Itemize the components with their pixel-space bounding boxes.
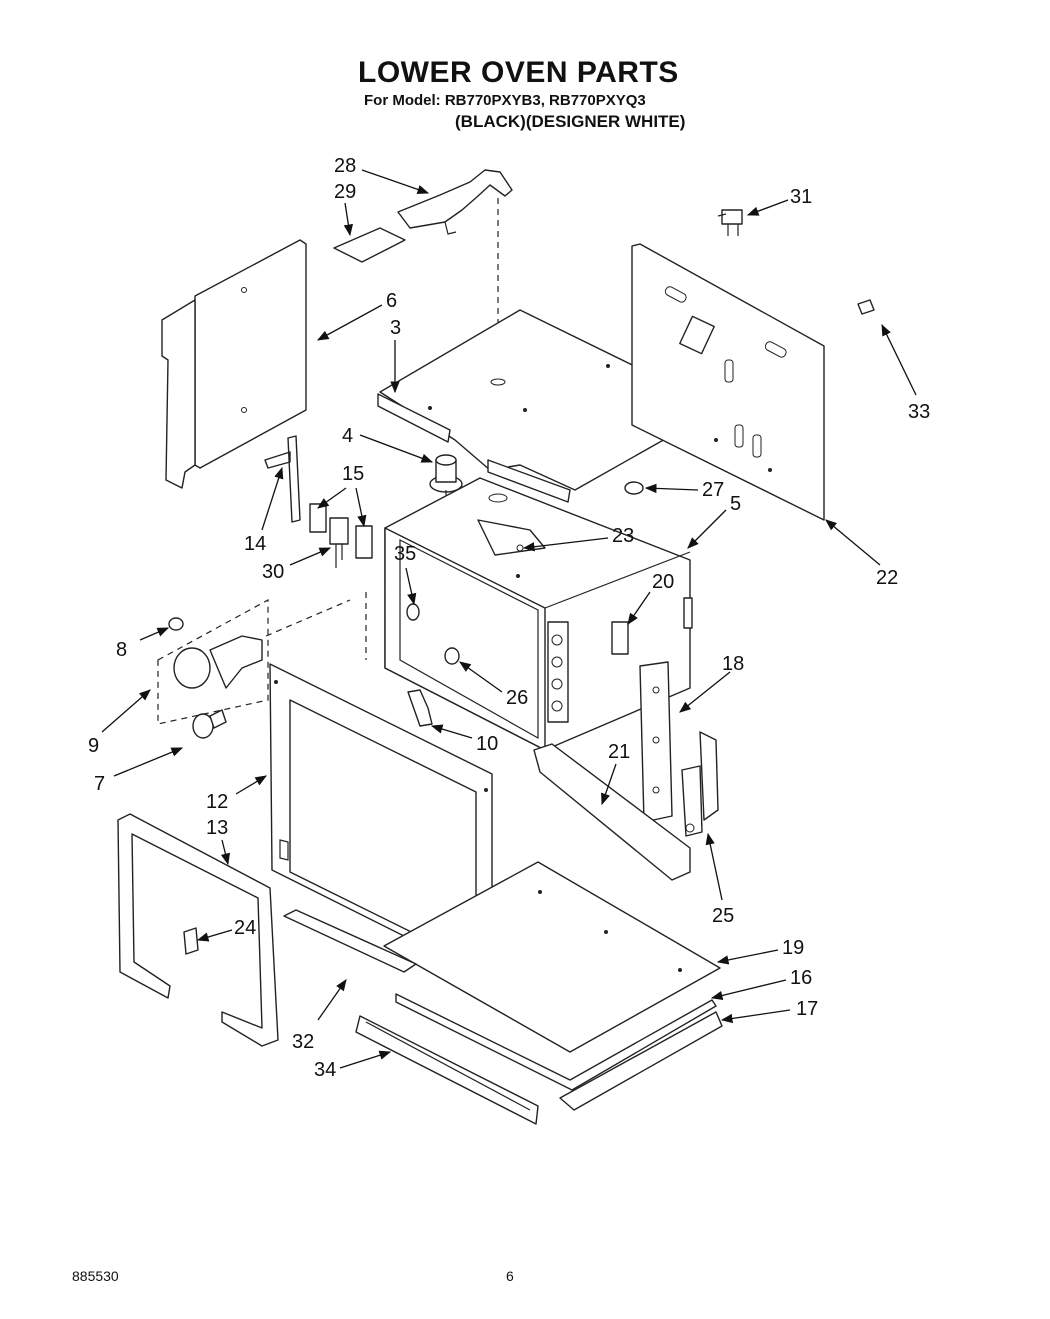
- callout-32: 32: [292, 1031, 314, 1053]
- vent-plate-part: [333, 227, 406, 263]
- callout-24: 24: [234, 917, 256, 939]
- callout-18: 18: [722, 653, 744, 675]
- callout-3: 3: [390, 317, 401, 339]
- callout-22: 22: [876, 567, 898, 589]
- page-title: LOWER OVEN PARTS: [358, 56, 679, 89]
- callout-35: 35: [394, 543, 416, 565]
- callout-15: 15: [342, 463, 364, 485]
- vent-duct-part: [397, 169, 513, 380]
- color-line: (BLACK)(DESIGNER WHITE): [455, 112, 686, 131]
- trim-strip-part: [533, 743, 691, 881]
- callout-21: 21: [608, 741, 630, 763]
- callout-9: 9: [88, 735, 99, 757]
- latch-clip-part: [407, 689, 433, 727]
- door-hinge-part: [681, 731, 719, 837]
- callout-23: 23: [612, 525, 634, 547]
- callout-6: 6: [386, 290, 397, 312]
- callout-10: 10: [476, 733, 498, 755]
- callout-12: 12: [206, 791, 228, 813]
- thermostat-part: [717, 209, 743, 236]
- callout-17: 17: [796, 998, 818, 1020]
- hinge-receiver-part: [639, 661, 673, 823]
- oven-cavity-part: [384, 477, 693, 751]
- callout-5: 5: [730, 493, 741, 515]
- callout-13: 13: [206, 817, 228, 839]
- door-switch-part: [309, 503, 373, 568]
- bottom-panel-part: [383, 861, 721, 1053]
- callout-14: 14: [244, 533, 266, 555]
- callout-31: 31: [790, 186, 812, 208]
- rear-panel-part: [631, 243, 825, 521]
- callout-19: 19: [782, 937, 804, 959]
- callout-30: 30: [262, 561, 284, 583]
- document-number: 885530: [72, 1268, 119, 1284]
- vent-grille-part: [355, 1015, 539, 1125]
- side-panel-part: [161, 239, 307, 489]
- callout-34: 34: [314, 1059, 336, 1081]
- door-gasket-part: [117, 813, 279, 1047]
- clip-part: [857, 299, 875, 315]
- top-panel-part: [377, 309, 721, 503]
- vent-trim-part: [283, 909, 417, 973]
- callout-20: 20: [652, 571, 674, 593]
- gasket-clip-part: [183, 927, 199, 955]
- page-number: 6: [506, 1268, 514, 1284]
- callout-26: 26: [506, 687, 528, 709]
- callout-27: 27: [702, 479, 724, 501]
- plug-part: [624, 481, 644, 495]
- callout-29: 29: [334, 181, 356, 203]
- bottom-trim-part: [395, 993, 717, 1091]
- callout-16: 16: [790, 967, 812, 989]
- bracket-part: [264, 435, 301, 523]
- callout-8: 8: [116, 639, 127, 661]
- callout-labels: 28 29 31 6 3 33 4 15 27 5 14 30 23 35 22…: [88, 155, 930, 1081]
- kick-panel-part: [559, 1011, 723, 1111]
- oven-light-assembly: [157, 592, 367, 739]
- callout-4: 4: [342, 425, 353, 447]
- model-line: For Model: RB770PXYB3, RB770PXYQ3: [364, 92, 646, 109]
- callout-28: 28: [334, 155, 356, 177]
- callout-7: 7: [94, 773, 105, 795]
- callout-25: 25: [712, 905, 734, 927]
- callout-33: 33: [908, 401, 930, 423]
- leader-lines: [101, 169, 917, 1069]
